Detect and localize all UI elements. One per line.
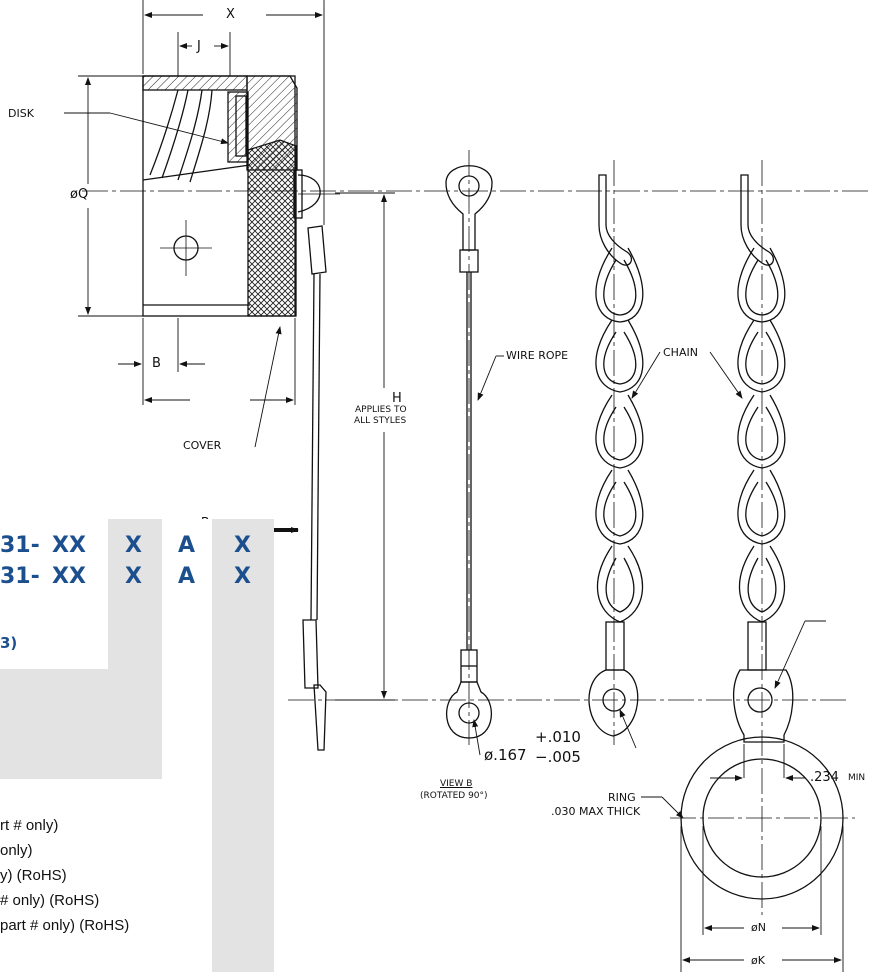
- cap-body: [142, 75, 321, 317]
- min-dimension-value: .234: [810, 770, 839, 785]
- min-dimension-label: MIN: [848, 773, 866, 783]
- cap-lanyard: [302, 225, 327, 751]
- pn-row1-prefix: 31-: [0, 533, 40, 558]
- disk-label: DISK: [8, 107, 34, 120]
- dim-b-label: B: [152, 356, 161, 371]
- ring-thickness-label: .030 MAX THICK: [551, 805, 641, 818]
- wire-rope-label: WIRE ROPE: [506, 349, 569, 362]
- option-item: part # only) (RoHS): [0, 917, 130, 934]
- dim-k-label: øK: [751, 954, 765, 967]
- tolerance-minus: −.005: [535, 748, 581, 766]
- pn-row2-prefix: 31-: [0, 564, 40, 589]
- white-cell-top: [0, 519, 108, 669]
- pn-row2-xx: XX: [52, 564, 86, 589]
- hole-diameter-label: ø.167: [484, 746, 527, 764]
- chain-label: CHAIN: [663, 346, 698, 359]
- option-item: y) (RoHS): [0, 867, 67, 884]
- pn-row2-a: A: [178, 564, 196, 589]
- part-number-table: [0, 519, 274, 972]
- dim-n-label: øN: [751, 921, 766, 934]
- pn-row1-xx: XX: [52, 533, 86, 558]
- pn-row2-x2: X: [234, 564, 251, 589]
- pn-partial-note: 3): [0, 634, 18, 652]
- dim-h-label: H: [392, 391, 402, 406]
- dim-x-label: X: [226, 7, 235, 22]
- option-item: rt # only): [0, 817, 59, 834]
- rotated-label: (ROTATED 90°): [420, 791, 488, 801]
- all-styles-label: ALL STYLES: [354, 416, 407, 426]
- option-item: only): [0, 842, 33, 859]
- applies-to-label: APPLIES TO: [355, 405, 407, 415]
- chain-assembly-left: [588, 174, 644, 737]
- gray-cell-x: [108, 519, 162, 779]
- tolerance-plus: +.010: [535, 728, 581, 746]
- pn-row1-x2: X: [234, 533, 251, 558]
- column-shade-3: [212, 519, 274, 972]
- pn-row2-x: X: [125, 564, 142, 589]
- option-item: # only) (RoHS): [0, 892, 100, 909]
- dim-j-label: J: [197, 39, 201, 54]
- options-list: rt # only) only) y) (RoHS) # only) (RoHS…: [0, 818, 210, 968]
- pn-row1-a: A: [178, 533, 196, 558]
- pn-row1-x: X: [125, 533, 142, 558]
- dimension-lines: [64, 0, 844, 972]
- dim-q-label: øQ: [70, 187, 89, 202]
- cover-label: COVER: [183, 439, 222, 452]
- column-shade-2: [162, 519, 212, 599]
- ring-label: RING: [608, 791, 636, 804]
- view-b-label: VIEW B: [440, 779, 473, 789]
